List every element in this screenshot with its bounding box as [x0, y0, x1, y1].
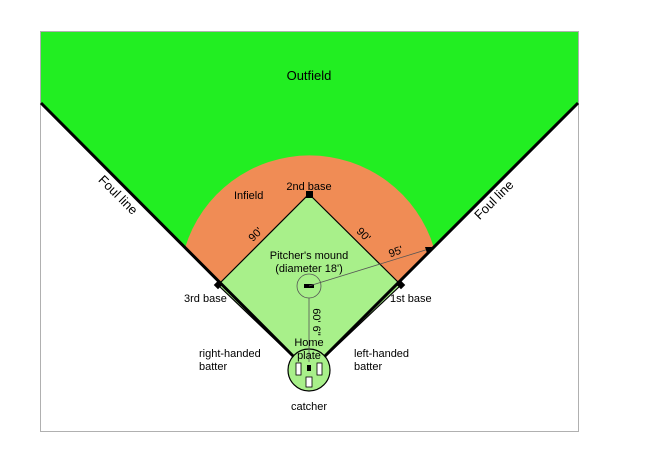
home-plate-label-line1: Home [294, 337, 323, 349]
arc-distance-label: 95' [387, 244, 405, 260]
foul-line-left [39, 101, 311, 374]
mound-label-line1: Pitcher's mound [270, 250, 349, 262]
catcher-label: catcher [291, 401, 327, 413]
left-handed-batter-box [316, 362, 323, 376]
right-handed-batter-box [295, 362, 302, 376]
right-handed-batter-label-line1: right-handed [199, 348, 261, 360]
infield-label: Infield [234, 190, 263, 202]
mound-distance-label: 60' 6" [310, 308, 322, 336]
home-plate-marker [307, 365, 311, 371]
home-plate-label-line2: plate [297, 350, 321, 362]
left-handed-batter-label-line1: left-handed [354, 348, 409, 360]
third-base-marker [213, 280, 223, 290]
arc-radius-line [308, 247, 433, 287]
outfield-label: Outfield [287, 68, 332, 83]
left-handed-batter-label-line2: batter [354, 361, 382, 373]
mound-label-line2: (diameter 18') [275, 263, 343, 275]
first-base-label: 1st base [390, 293, 432, 305]
second-base-label: 2nd base [286, 181, 331, 193]
right-handed-batter-label-line2: batter [199, 361, 227, 373]
first-base-marker [396, 280, 406, 290]
catcher-box [305, 376, 313, 388]
third-base-label: 3rd base [184, 293, 227, 305]
foul-line-right [307, 101, 580, 374]
arc-radius-arrowhead [425, 247, 434, 253]
second-base-marker [306, 191, 313, 198]
